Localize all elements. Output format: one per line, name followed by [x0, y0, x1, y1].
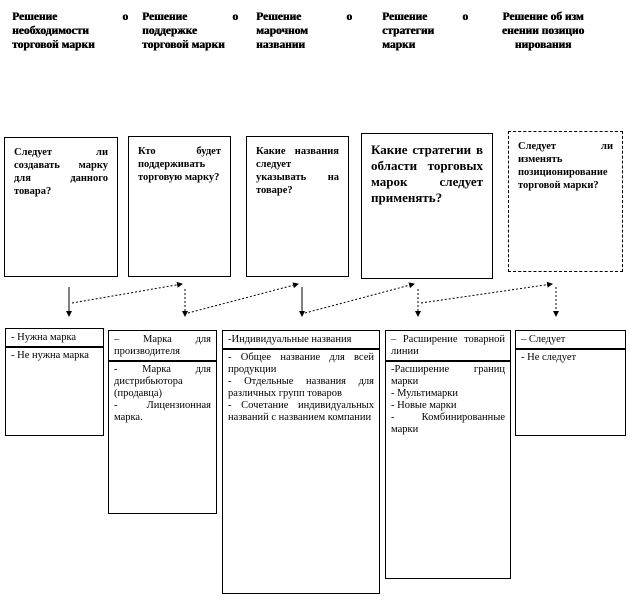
arrow-link-4-5: [420, 281, 553, 304]
question-box-5: Следует ли изменять позиционирование тор…: [508, 131, 623, 272]
question-box-1: Следует ли создавать марку для данного т…: [4, 137, 118, 277]
answer-box-2: – Марка для производителя - Марка для ди…: [108, 330, 217, 514]
answer-box-3-item: - Сочетание индивидуальных названий с на…: [228, 400, 374, 423]
answer-box-3-item: - Общее название для всей продукции: [228, 352, 374, 375]
header-brand-necessity: Решение о необходимости торговой марки: [12, 11, 128, 51]
answer-box-2-top: – Марка для производителя: [109, 331, 216, 362]
question-box-3: Какие названия следует указывать на това…: [246, 136, 349, 277]
answer-box-5-top: – Следует: [516, 331, 625, 350]
header-repositioning: Решение об изменении позиционирования: [501, 11, 585, 51]
header-brand-naming: Решение о марочном названии: [256, 11, 352, 51]
arrow-link-1-2: [71, 281, 183, 304]
answer-box-4-item: - Мультимарки: [391, 388, 459, 399]
answer-box-4: – Расширение товарной линии -Расширение …: [385, 330, 511, 579]
answer-box-3-top: -Индивидуальные названия: [223, 331, 379, 350]
answer-box-1: - Нужна марка - Не нужна марка: [5, 328, 104, 436]
answer-box-3-item: - Отдельные названия для различных групп…: [228, 376, 374, 399]
answer-box-4-top: – Расширение товарной линии: [386, 331, 510, 362]
answer-box-4-item: -Расширение границ марки: [391, 364, 505, 387]
arrow-link-3-4: [304, 282, 415, 314]
answer-box-5: – Следует - Не следует: [515, 330, 626, 436]
header-brand-support: Решение о поддержке торговой марки: [142, 11, 238, 51]
header-brand-strategy: Решение о стратегии марки: [382, 11, 468, 51]
answer-box-4-item: - Новые марки: [391, 400, 457, 411]
question-box-4: Какие стратегии в области торговых марок…: [361, 133, 493, 279]
answer-box-5-item: - Не следует: [521, 352, 577, 363]
answer-box-1-item: - Не нужна марка: [11, 350, 89, 361]
question-box-2: Кто будет поддерживать торговую марку?: [128, 136, 231, 277]
answer-box-2-item: - Лицензионная марка.: [114, 400, 211, 423]
answer-box-4-item: - Комбинированные марки: [391, 412, 505, 435]
answer-box-3: -Индивидуальные названия - Общее названи…: [222, 330, 380, 594]
answer-box-2-item: - Марка для дистрибьютора (продавца): [114, 364, 211, 399]
answer-box-1-top: - Нужна марка: [6, 329, 103, 348]
arrow-link-2-3: [187, 282, 299, 314]
